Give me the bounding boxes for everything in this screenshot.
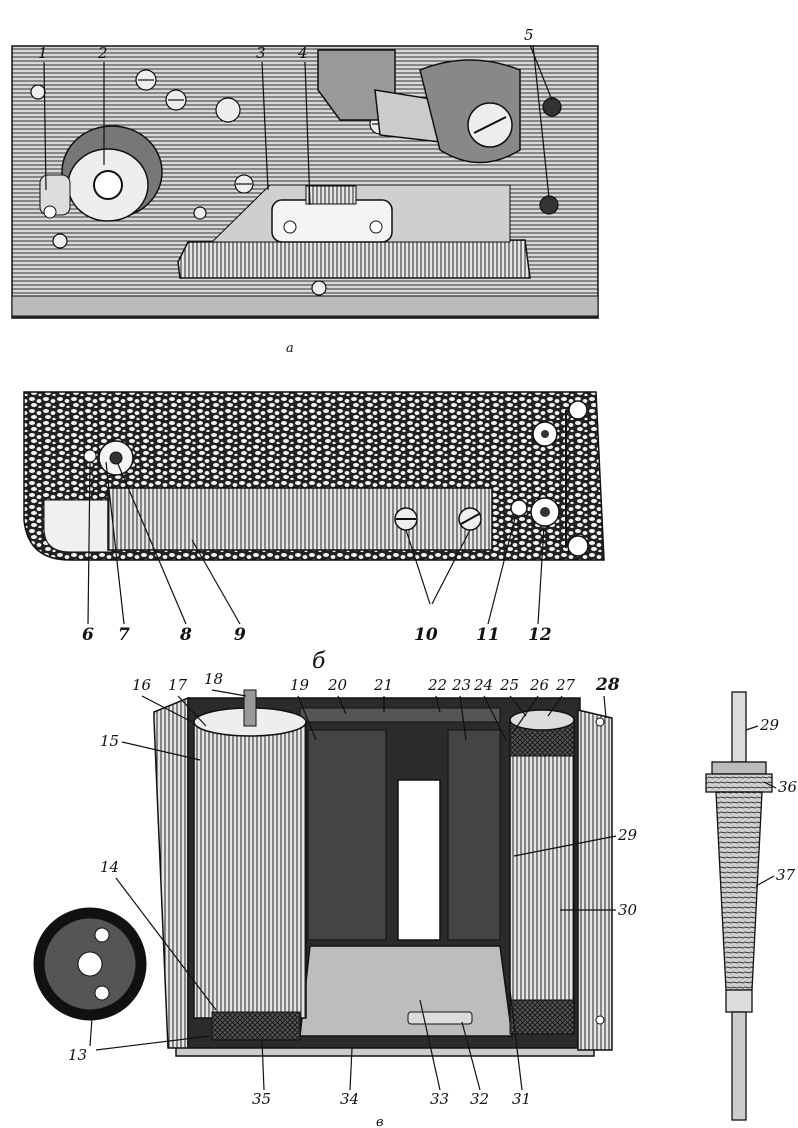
panel-b: 6 7 8 9 10 11 12 б <box>23 391 605 674</box>
caption-c: в <box>376 1115 384 1128</box>
label-2: 2 <box>97 44 108 62</box>
caption-b: б <box>312 649 326 674</box>
label-14: 14 <box>100 858 119 876</box>
gear-part-35 <box>211 1011 301 1041</box>
label-32: 32 <box>470 1090 489 1108</box>
label-4: 4 <box>297 44 308 62</box>
label-10: 10 <box>414 625 438 645</box>
caption-a: a <box>286 341 294 356</box>
hole-part-8 <box>109 451 123 465</box>
label-35: 35 <box>252 1090 271 1108</box>
spool-axle-part-18 <box>243 689 257 727</box>
label-22: 22 <box>427 676 447 694</box>
label-33: 33 <box>430 1090 449 1108</box>
clip-part-32 <box>407 1011 473 1025</box>
label-27: 27 <box>555 676 576 694</box>
pin-part-6 <box>83 449 97 463</box>
panel-a-edge <box>11 295 599 317</box>
comb-bar-part-9 <box>107 487 493 551</box>
label-15: 15 <box>100 732 119 750</box>
label-34: 34 <box>340 1090 359 1108</box>
label-29-shaft: 29 <box>759 716 780 734</box>
comb-bar-part-3 <box>177 239 531 279</box>
side-plate-part-28 <box>577 709 613 1051</box>
plate-part-23 <box>447 729 501 941</box>
label-28: 28 <box>595 675 620 695</box>
label-3: 3 <box>256 44 266 62</box>
label-36: 36 <box>778 778 798 796</box>
slot-window <box>397 779 441 941</box>
label-21: 21 <box>373 676 393 694</box>
panel-c: 16 17 18 15 14 13 19 20 21 22 23 24 25 2… <box>33 670 798 1128</box>
label-13: 13 <box>68 1046 87 1064</box>
label-7: 7 <box>118 625 130 645</box>
label-11: 11 <box>476 625 500 645</box>
floor-part-33 <box>299 945 513 1037</box>
plate-part-19 <box>307 729 387 941</box>
screw-11 <box>510 499 528 517</box>
label-23: 23 <box>451 676 471 694</box>
spool-part-17 <box>193 721 307 1019</box>
label-16: 16 <box>132 676 152 694</box>
label-24: 24 <box>473 676 493 694</box>
label-12: 12 <box>528 625 552 645</box>
label-20: 20 <box>327 676 348 694</box>
label-6: 6 <box>82 625 94 645</box>
lever-part-1-pin <box>43 205 57 219</box>
label-25: 25 <box>499 676 519 694</box>
panel-a: 1 2 3 4 5 a <box>11 26 599 356</box>
label-9: 9 <box>234 625 246 645</box>
label-30: 30 <box>618 901 638 919</box>
label-8: 8 <box>179 625 192 645</box>
label-29: 29 <box>617 826 638 844</box>
label-37: 37 <box>776 866 796 884</box>
gear-part-13 <box>33 907 147 1021</box>
label-17: 17 <box>168 676 188 694</box>
panel-b-left-end <box>43 499 113 553</box>
shaft-assembly <box>705 691 773 1121</box>
plate-part-4-tab <box>305 185 357 205</box>
label-5: 5 <box>524 26 534 44</box>
spool-part-30 <box>509 721 575 1023</box>
label-18: 18 <box>204 670 223 688</box>
boss-part-2-hole <box>93 170 123 200</box>
knurl-bottom-right-spool <box>509 999 575 1035</box>
label-31: 31 <box>512 1090 531 1108</box>
label-1: 1 <box>38 44 48 62</box>
top-rail-part-20 <box>299 707 501 723</box>
label-26: 26 <box>529 676 550 694</box>
label-19: 19 <box>290 676 310 694</box>
